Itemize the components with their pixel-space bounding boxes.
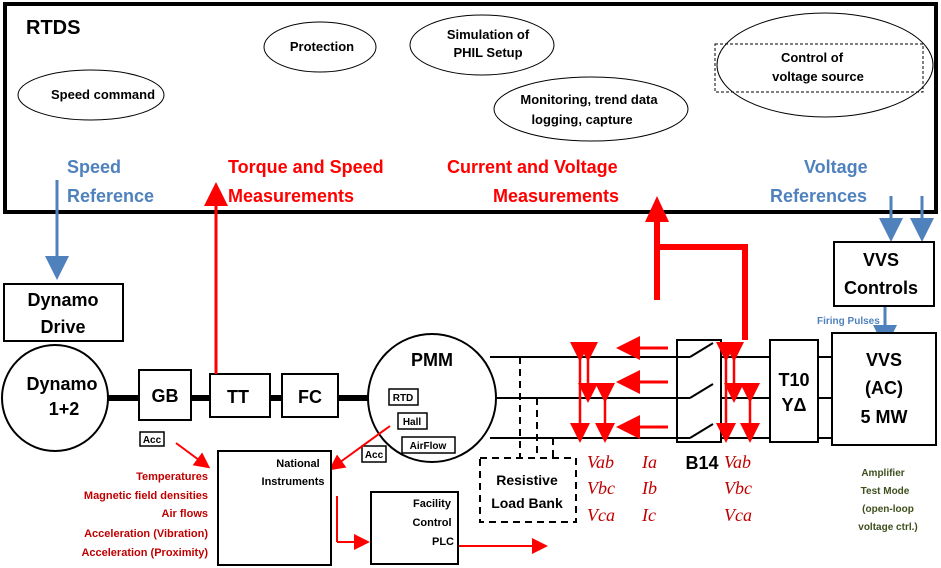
voltage-references-label-1: Voltage — [804, 157, 868, 177]
airflow-box — [401, 436, 456, 454]
ib-label: Ib — [641, 478, 657, 498]
rtd-box — [388, 388, 419, 406]
plc-label-1: Facility — [413, 498, 452, 510]
t10-box — [769, 339, 819, 443]
ni-label-1: National — [276, 458, 319, 470]
control-vs-ellipse — [716, 12, 934, 118]
plc-box — [370, 491, 459, 565]
speed-command-label: Speed command — [51, 87, 155, 102]
vca-left-label: Vca — [587, 505, 615, 525]
b14-box — [676, 339, 722, 443]
speed-reference-label-1: Speed — [67, 157, 121, 177]
b14-label: B14 — [685, 453, 718, 473]
vvs-label-1: VVS — [866, 350, 902, 370]
protection-label: Protection — [290, 39, 354, 54]
acc-right-box — [361, 445, 387, 463]
vab-right-label: Vab — [724, 452, 751, 472]
pmm-label: PMM — [411, 350, 453, 370]
monitoring-ellipse — [493, 76, 689, 142]
sensor-item-1: Magnetic field densities — [84, 490, 208, 502]
airflow-label: AirFlow — [410, 441, 447, 452]
ic-label: Ic — [641, 505, 656, 525]
firing-pulses-label: Firing Pulses — [817, 316, 880, 327]
b14-pole-b — [689, 383, 714, 399]
ia-label: Ia — [641, 452, 657, 472]
dynamo-label-2: 1+2 — [49, 399, 80, 419]
plc-label-2: Control — [412, 517, 451, 529]
sensor-item-0: Temperatures — [136, 471, 208, 483]
current-voltage-label-2: Measurements — [493, 186, 619, 206]
pmm-to-ni-arrow — [328, 425, 391, 471]
protection-ellipse — [263, 21, 377, 73]
speed-reference-label-2: Reference — [67, 186, 154, 206]
amplifier-label-2: Test Mode — [861, 486, 910, 497]
sensor-item-2: Air flows — [162, 508, 208, 520]
speed-command-ellipse — [17, 69, 165, 121]
vca-right-label: Vca — [724, 505, 752, 525]
fc-box — [281, 373, 339, 418]
measurement-bus — [654, 244, 748, 340]
dynamo-drive-label-2: Drive — [40, 317, 85, 337]
vvs-label-2: (AC) — [865, 378, 903, 398]
dynamo-circle — [1, 344, 109, 452]
measurement-bus-arrowhead — [645, 196, 669, 222]
dynamo-drive-box — [3, 283, 124, 342]
control-vs-label-1: Control of — [781, 50, 844, 65]
dynamo-drive-label-1: Dynamo — [27, 290, 98, 310]
ni-label-2: Instruments — [262, 476, 325, 488]
monitoring-label-2: logging, capture — [531, 112, 632, 127]
gb-box — [138, 369, 192, 421]
tt-box — [209, 373, 271, 418]
sensor-item-3: Acceleration (Vibration) — [84, 528, 208, 540]
t10-label-1: T10 — [778, 370, 809, 390]
hall-box — [397, 412, 428, 430]
current-voltage-label-1: Current and Voltage — [447, 157, 618, 177]
plc-label-3: PLC — [432, 536, 454, 548]
voltage-references-label-2: References — [770, 186, 867, 206]
hall-label: Hall — [403, 417, 422, 428]
acc-to-ni-arrow — [175, 442, 211, 469]
gb-label: GB — [152, 386, 179, 406]
load-bank-box — [479, 457, 577, 523]
simulation-label-1: Simulation of — [447, 27, 530, 42]
acc-left-box — [139, 431, 165, 447]
vvs-label-3: 5 MW — [861, 407, 908, 427]
control-vs-dashed-box — [714, 43, 924, 93]
vvs-box — [831, 332, 937, 446]
load-bank-label-1: Resistive — [496, 472, 558, 488]
vab-left-label: Vab — [587, 452, 614, 472]
t10-label-2: YΔ — [782, 395, 807, 415]
vvs-controls-box — [833, 241, 935, 307]
amplifier-label-4: voltage ctrl.) — [858, 522, 917, 533]
vvs-controls-label-2: Controls — [844, 278, 918, 298]
vvs-controls-label-1: VVS — [863, 250, 899, 270]
ni-box — [217, 450, 332, 566]
fc-label: FC — [298, 387, 322, 407]
dynamo-label-1: Dynamo — [26, 374, 97, 394]
amplifier-label-1: Amplifier — [861, 468, 904, 479]
torque-speed-label-1: Torque and Speed — [228, 157, 384, 177]
b14-pole-c — [689, 423, 714, 439]
sensor-item-4: Acceleration (Proximity) — [81, 547, 208, 559]
acc-right-label: Acc — [365, 450, 384, 461]
rtd-label: RTD — [393, 393, 414, 404]
acc-left-label: Acc — [143, 435, 162, 446]
simulation-ellipse — [409, 14, 555, 76]
control-vs-label-2: voltage source — [772, 69, 864, 84]
vbc-left-label: Vbc — [587, 478, 615, 498]
simulation-label-2: PHIL Setup — [453, 45, 522, 60]
pmm-circle — [367, 333, 497, 463]
load-bank-label-2: Load Bank — [491, 495, 563, 511]
vbc-right-label: Vbc — [724, 478, 752, 498]
rtds-title: RTDS — [26, 17, 80, 39]
b14-pole-a — [689, 342, 714, 358]
tt-label: TT — [227, 387, 249, 407]
torque-speed-label-2: Measurements — [228, 186, 354, 206]
amplifier-label-3: (open-loop — [862, 504, 914, 515]
monitoring-label-1: Monitoring, trend data — [520, 92, 658, 107]
